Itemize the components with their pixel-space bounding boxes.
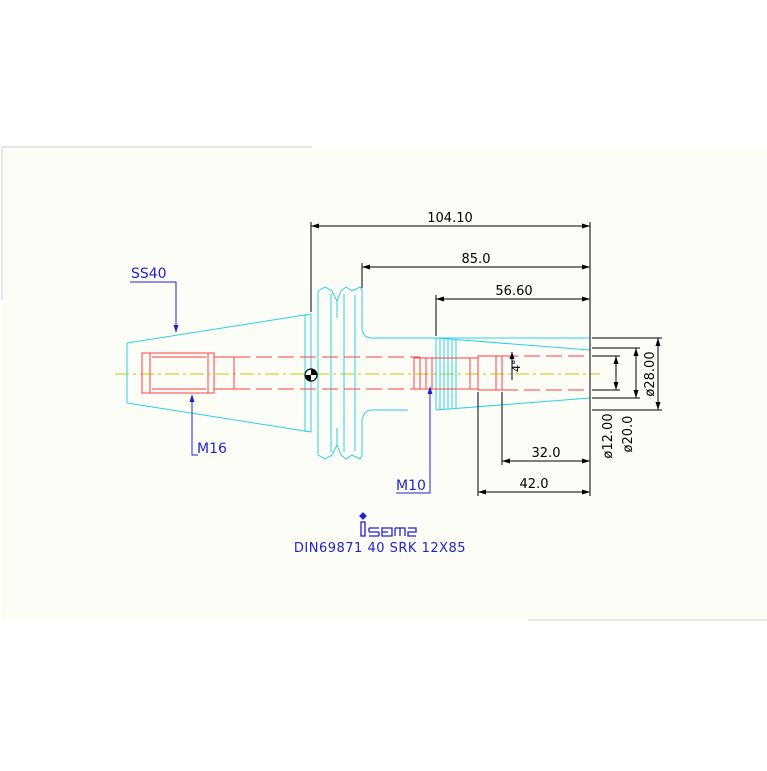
nose-taper-bottom <box>435 397 591 411</box>
dim-text-42: 42.0 <box>520 477 549 492</box>
callout-texts: SS40 M16 M10 <box>131 266 426 494</box>
flange-top <box>317 286 363 320</box>
callout-m10-text: M10 <box>396 478 426 494</box>
flange-bottom <box>317 426 363 460</box>
dia-text-28: ø28.00 <box>643 351 658 396</box>
shank-top-edge <box>361 290 590 339</box>
dimension-arrows <box>311 223 661 495</box>
taper-top-edge <box>126 313 312 344</box>
nose-taper-top <box>435 337 591 351</box>
dia-text-12: ø12.00 <box>601 413 616 458</box>
dimension-lines <box>310 222 662 496</box>
callout-m16-text: M16 <box>197 441 227 457</box>
callout-m10-leader <box>396 392 431 494</box>
dim-text-32: 32.0 <box>532 446 561 461</box>
dimension-texts: 104.10 85.0 56.60 32.0 42.0 4° ø28.00 ø2… <box>427 211 658 492</box>
angle-text: 4° <box>510 360 523 373</box>
shank-bottom-edge <box>361 409 408 456</box>
callout-ss40-text: SS40 <box>131 266 167 282</box>
dim-text-104: 104.10 <box>427 211 473 226</box>
taper-bottom-edge <box>126 402 312 433</box>
gauge-point-marker <box>304 368 318 382</box>
callout-m16-leader <box>191 400 198 456</box>
dia-text-20: ø20.0 <box>621 416 636 453</box>
m16-relief <box>214 356 235 390</box>
collet-bore <box>477 355 503 391</box>
dim-text-85: 85.0 <box>462 252 491 267</box>
m16-bore <box>141 352 215 394</box>
callout-ss40-leader <box>130 281 177 330</box>
tool-designation: DIN69871 40 SRK 12X85 <box>294 541 466 556</box>
callout-arrows <box>173 325 433 402</box>
dim-text-56: 56.60 <box>495 284 532 299</box>
callouts <box>130 281 431 494</box>
hidden-lines <box>141 352 590 394</box>
iscar-logo <box>359 512 417 537</box>
